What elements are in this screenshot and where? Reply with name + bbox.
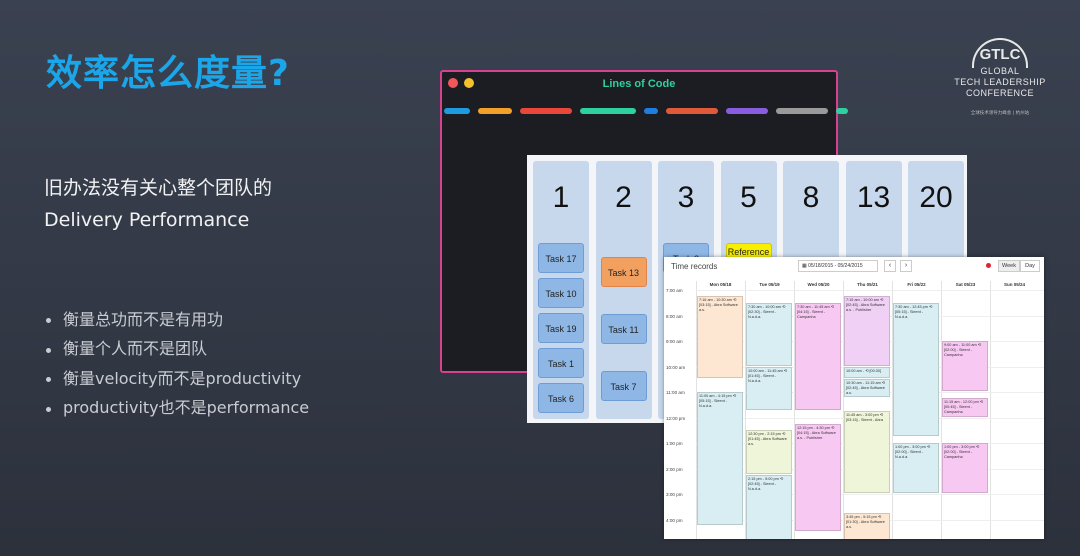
code-bar (478, 108, 512, 114)
day-header: Mon 05/18 (709, 282, 732, 287)
grid-line (696, 290, 1044, 291)
day-view-button[interactable]: Day (1020, 260, 1040, 272)
task-card[interactable]: Task 6 (538, 383, 584, 413)
next-week-button[interactable]: › (900, 260, 912, 272)
bullet-dot-icon (46, 377, 51, 383)
time-entry-event[interactable]: 1:00 pm - 3:00 pm ⟲ [02:00] - Sleent - N… (893, 443, 939, 493)
hour-label: 11:00 am (666, 390, 685, 395)
hour-label: 7:00 am (666, 288, 683, 293)
subtitle: 旧办法没有关心整个团队的 Delivery Performance (44, 172, 272, 236)
subtitle-line-2: Delivery Performance (44, 209, 250, 231)
day-header: Fri 05/22 (907, 282, 926, 287)
grid-line (892, 281, 893, 539)
estimate-number: 2 (615, 181, 632, 214)
time-entry-event[interactable]: 12:15 pm - 4:30 pm ⟲ [04:15] - Abra Soft… (795, 423, 841, 532)
time-entry-event[interactable]: 10:00 am - 11:45 am ⟲ [01:45] - Sleent -… (746, 366, 792, 411)
estimate-number: 5 (740, 181, 757, 214)
task-card[interactable]: Task 7 (600, 371, 647, 401)
hour-label: 4:00 pm (666, 517, 683, 523)
bullet-item: 衡量个人而不是团队 (46, 335, 309, 365)
day-header: Thu 05/21 (857, 282, 878, 287)
code-bar (666, 108, 718, 114)
task-card[interactable]: Task 13 (600, 257, 647, 287)
hour-label: 9:00 am (666, 339, 683, 344)
grid-line (745, 281, 746, 539)
grid-line (794, 281, 795, 539)
code-bar (836, 108, 848, 114)
bullet-item: 衡量总功而不是有用功 (46, 305, 309, 335)
code-bar (644, 108, 658, 114)
logo-big-text: GTLC (979, 46, 1021, 63)
time-entry-event[interactable]: 1:00 pm - 3:00 pm ⟲ [02:00] - Sleent - C… (942, 443, 988, 493)
task-card[interactable]: Task 10 (538, 278, 584, 308)
bullet-dot-icon (46, 347, 51, 353)
bullet-item: 衡量velocity而不是productivity (46, 364, 309, 394)
calendar-title: Time records (671, 262, 718, 271)
bullet-dot-icon (46, 318, 51, 324)
logo-text: GLOBAL TECH LEADERSHIP CONFERENCE (954, 66, 1046, 98)
time-entry-event[interactable]: 12:30 pm - 2:15 pm ⟲ [01:45] - Abra Soft… (746, 430, 792, 474)
time-entry-event[interactable]: 3:45 pm - 5:15 pm ⟲ [01:30] - Abra Softw… (844, 513, 890, 539)
code-lines-bars (444, 108, 848, 114)
time-entry-event[interactable]: 7:30 am - 12:45 pm ⟲ [05:15] - Sleent - … (893, 302, 939, 436)
day-header: Sat 05/23 (955, 282, 976, 287)
code-bar (444, 108, 470, 114)
code-bar (726, 108, 768, 114)
time-records-calendar: Time records ▦ 05/18/2015 - 05/24/2015 ‹… (664, 257, 1044, 539)
time-entry-event[interactable]: 7:16 am - 10:30 am ⟲ [03:15] - Abra Soft… (697, 296, 743, 379)
prev-week-button[interactable]: ‹ (884, 260, 896, 272)
window-title: Lines of Code (602, 78, 676, 90)
time-entry-event[interactable]: 7:30 am - 10:00 am ⟲ [02:30] - Sleent - … (746, 302, 792, 366)
grid-line (843, 281, 844, 539)
hour-label: 3:00 pm (666, 492, 683, 497)
day-header: Sun 05/24 (1003, 282, 1025, 287)
close-dot-icon (448, 78, 458, 88)
task-card[interactable]: Task 19 (538, 313, 584, 343)
estimate-number: 13 (856, 181, 891, 214)
record-dot-icon (986, 263, 991, 268)
hour-label: 1:00 pm (666, 441, 683, 446)
estimate-number: 1 (552, 181, 570, 214)
hour-label: 10:00 am (666, 364, 686, 370)
task-card[interactable]: Task 17 (538, 243, 584, 273)
time-entry-event[interactable]: 2:15 pm - 5:00 pm ⟲ [02:45] - Sleent - N… (746, 474, 792, 539)
day-header: Wed 05/20 (807, 282, 830, 287)
time-entry-event[interactable]: 11:00 am - 4:15 pm ⟲ [05:15] - Sleent - … (697, 392, 743, 525)
time-entry-event[interactable]: 9:00 am - 11:00 am ⟲ [02:00] - Sleent - … (942, 341, 988, 391)
time-entry-event[interactable]: 10:30 am - 11:15 am ⟲ [02:45] - Abra Sof… (844, 379, 890, 398)
bullet-list: 衡量总功而不是有用功 衡量个人而不是团队 衡量velocity而不是produc… (46, 305, 309, 423)
week-view-button[interactable]: Week (998, 260, 1020, 272)
grid-line (941, 281, 942, 539)
bullet-item: productivity也不是performance (46, 394, 309, 424)
subtitle-line-1: 旧办法没有关心整个团队的 (44, 177, 273, 199)
code-bar (520, 108, 572, 114)
time-entry-event[interactable]: 11:15 am - 12:00 pm ⟲ [00:45] - Sleent -… (942, 398, 988, 417)
time-entry-event[interactable]: 10:00 am - ⟲ [00:30] (844, 366, 890, 379)
hour-label: 12:00 pm (666, 415, 686, 421)
time-entry-event[interactable]: 7:15 am - 10:00 am ⟲ [02:45] - Abra Soft… (844, 296, 890, 366)
task-card[interactable]: Task 11 (600, 314, 647, 344)
grid-line (990, 281, 991, 539)
code-bar (580, 108, 636, 114)
grid-line (696, 494, 1044, 495)
task-card[interactable]: Task 1 (538, 348, 584, 378)
minimize-dot-icon (464, 78, 474, 88)
date-range-picker[interactable]: ▦ 05/18/2015 - 05/24/2015 (798, 260, 878, 272)
grid-line (696, 281, 697, 539)
estimate-number: 3 (677, 181, 695, 214)
time-entry-event[interactable]: 7:30 am - 11:45 am ⟲ [04:15] - Sleent - … (795, 302, 841, 411)
hour-label: 8:00 am (666, 313, 683, 319)
day-header: Tue 05/19 (759, 282, 780, 287)
bullet-dot-icon (46, 406, 51, 412)
gtlc-logo: GTLC GLOBAL TECH LEADERSHIP CONFERENCE 全… (950, 38, 1050, 120)
logo-subtext: 全球技术领导力峰会 | 杭州站 (970, 111, 1030, 116)
hour-label: 2:00 pm (666, 466, 683, 472)
code-bar (776, 108, 828, 114)
estimate-number: 20 (919, 181, 953, 214)
slide-title: 效率怎么度量? (46, 53, 290, 94)
time-entry-event[interactable]: 11:45 am - 3:00 pm ⟲ [03:15] - Sleent - … (844, 411, 890, 493)
estimate-number: 8 (802, 181, 820, 214)
